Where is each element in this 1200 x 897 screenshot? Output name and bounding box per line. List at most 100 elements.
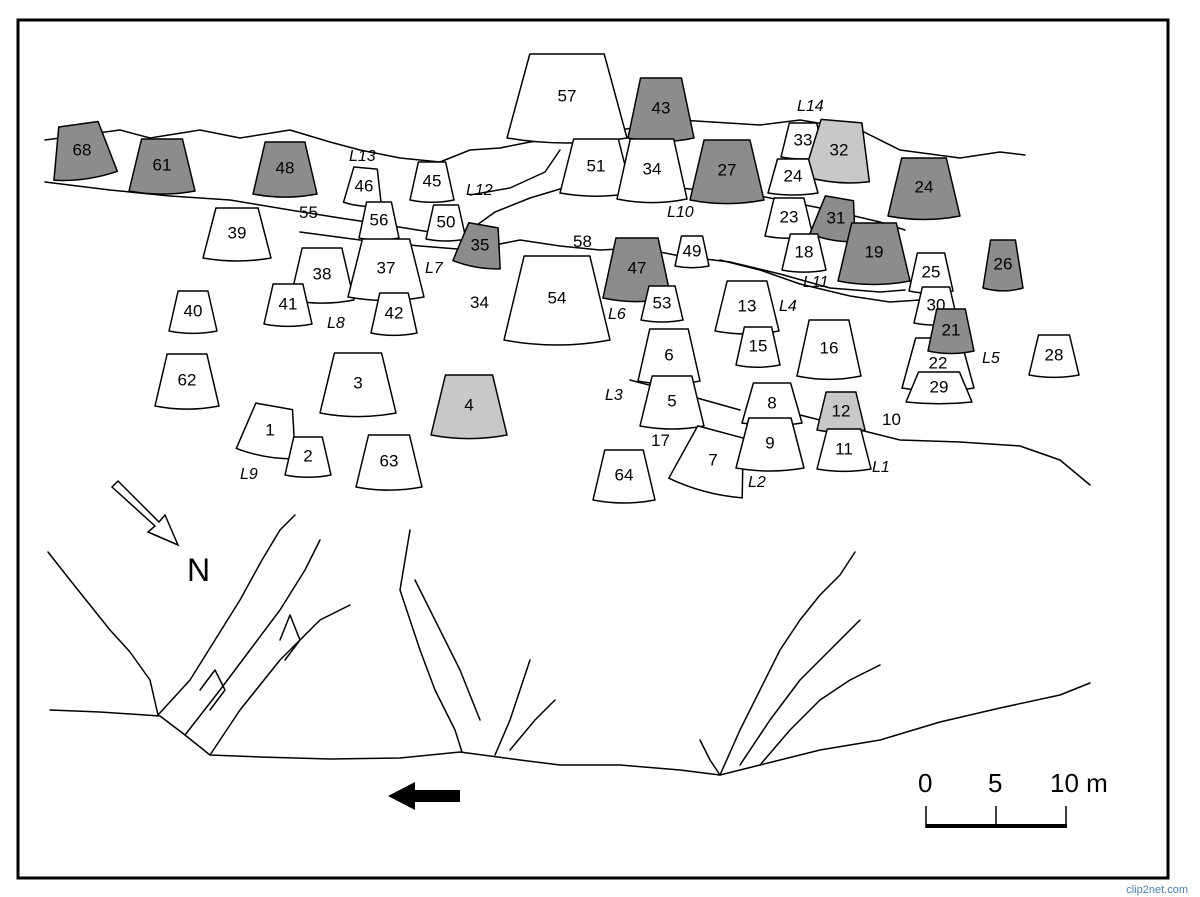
block-label: 13: [738, 297, 757, 316]
block-label: 35: [471, 236, 490, 255]
block-shape: [837, 222, 911, 286]
excavation-block: 32: [802, 118, 871, 184]
free-label: 17: [651, 431, 670, 450]
crack-fan-2a: [399, 529, 463, 753]
crack-left: [47, 551, 159, 716]
layer-label-L4: L4: [779, 298, 797, 315]
crack-fan-1b: [184, 539, 321, 736]
block-label: 12: [832, 402, 851, 421]
block-label: 8: [767, 394, 776, 413]
block-shape: [284, 436, 332, 479]
block-label: 48: [276, 159, 295, 178]
block-shape: [252, 141, 318, 198]
excavation-block: 28: [1028, 334, 1080, 379]
profile-section: [47, 514, 1091, 776]
layer-label-L3: L3: [605, 387, 623, 404]
excavation-block: 7: [668, 425, 745, 499]
excavation-block: 45: [409, 161, 455, 204]
block-shape: [735, 417, 805, 472]
layer-label-L12: L12: [466, 182, 493, 199]
excavation-block: 5: [639, 375, 705, 430]
block-shape: [503, 255, 611, 346]
block-label: 64: [615, 466, 634, 485]
block-shape: [430, 374, 508, 440]
block-label: 33: [794, 131, 813, 150]
direction-arrow-icon: [388, 782, 460, 810]
block-label: 62: [178, 371, 197, 390]
layer-label-L13: L13: [349, 148, 376, 165]
scale-bar: 0 5 10 m: [918, 768, 1108, 828]
block-label: 15: [749, 337, 768, 356]
north-label: N: [187, 552, 210, 588]
scale-tick-0: 0: [918, 768, 932, 798]
block-label: 1: [265, 421, 274, 440]
block-shape: [616, 138, 688, 204]
layer-label-L14: L14: [797, 98, 824, 115]
excavation-block: 24: [887, 157, 961, 221]
diagram-frame: [16, 18, 1170, 880]
layer-line-L12: [469, 149, 561, 196]
block-label: 54: [548, 289, 567, 308]
excavation-block: 56: [358, 201, 400, 241]
excavation-block: 23: [764, 197, 814, 240]
excavation-block: 41: [263, 283, 313, 328]
crack-fan-1d: [199, 669, 226, 711]
block-label: 50: [437, 213, 456, 232]
excavation-block: 13: [714, 280, 780, 335]
block-label: 57: [558, 87, 577, 106]
block-label: 27: [718, 161, 737, 180]
excavation-block: 24: [767, 158, 819, 196]
block-label: 22: [929, 354, 948, 373]
excavation-block: 4: [430, 374, 508, 440]
north-arrow-icon: [110, 479, 180, 547]
block-label: 32: [830, 141, 849, 160]
crack-fan-2d: [509, 699, 556, 751]
block-label: 68: [73, 141, 92, 160]
excavation-block: 2: [284, 436, 332, 479]
block-shape: [409, 161, 455, 204]
crack-fan-3d: [699, 739, 721, 776]
excavation-block: 34: [616, 138, 688, 204]
block-shape: [982, 239, 1024, 292]
block-label: 34: [643, 160, 662, 179]
excavation-block: 18: [781, 233, 827, 273]
block-label: 28: [1045, 346, 1064, 365]
block-label: 47: [628, 259, 647, 278]
block-shape: [735, 326, 781, 369]
block-label: 63: [380, 452, 399, 471]
excavation-block: 46: [342, 166, 383, 208]
excavation-block: 53: [640, 285, 684, 323]
block-shape: [767, 158, 819, 196]
excavation-block: 54: [503, 255, 611, 346]
free-label: 34: [470, 293, 489, 312]
block-shape: [905, 371, 973, 405]
watermark: clip2net.com: [1126, 884, 1188, 896]
block-shape: [640, 285, 684, 323]
block-label: 51: [587, 157, 606, 176]
block-label: 24: [784, 167, 803, 186]
block-label: 56: [370, 211, 389, 230]
free-labels: 55 34 58 17 10: [299, 203, 901, 450]
excavation-block: 42: [370, 292, 418, 337]
block-shape: [53, 120, 119, 182]
excavation-block: 39: [202, 207, 272, 262]
layer-label-L10: L10: [667, 204, 694, 221]
scale-tick-10m: 10 m: [1050, 768, 1108, 798]
block-shape: [154, 353, 220, 410]
excavation-block: 9: [735, 417, 805, 472]
excavation-block: 62: [154, 353, 220, 410]
block-shape: [168, 290, 218, 335]
crack-fan-2c: [494, 659, 531, 756]
crack-fan-1e: [279, 614, 301, 661]
block-shape: [319, 352, 397, 418]
crack-fan-3c: [759, 664, 881, 766]
block-shape: [370, 292, 418, 337]
excavation-block: 3: [319, 352, 397, 418]
excavation-block: 29: [905, 371, 973, 405]
excavation-block: 63: [355, 434, 423, 491]
excavation-block: 37: [347, 238, 425, 302]
block-label: 37: [377, 259, 396, 278]
excavation-block: 11: [816, 428, 872, 473]
block-shape: [781, 233, 827, 273]
block-label: 42: [385, 304, 404, 323]
